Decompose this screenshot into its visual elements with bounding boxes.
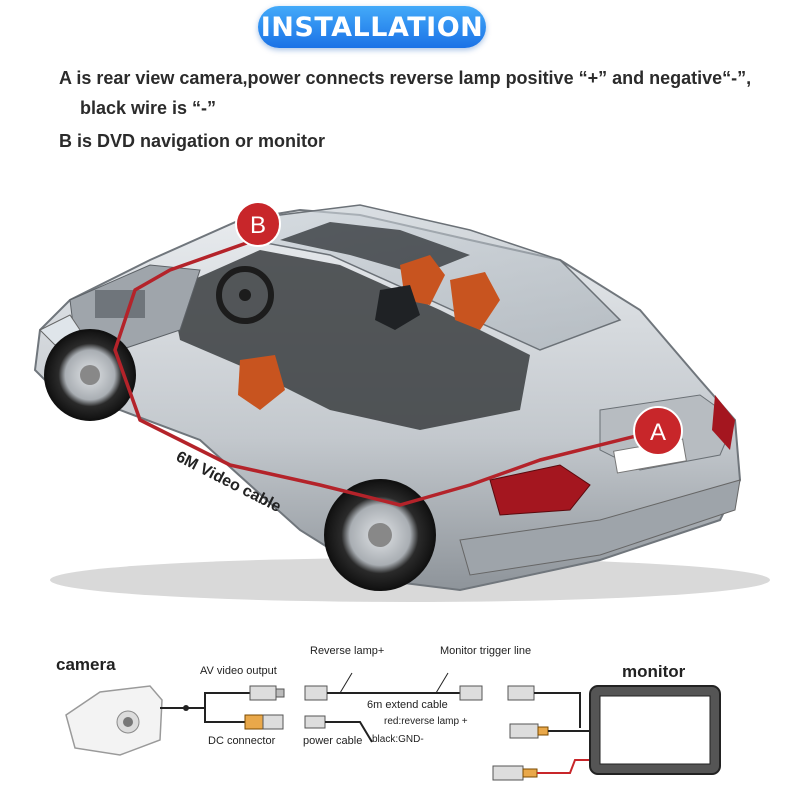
av-video-output-label: AV video output xyxy=(200,665,277,677)
extend-cable-connector-right xyxy=(459,685,483,701)
trigger-line-pointer xyxy=(435,672,449,694)
av-output-connector xyxy=(249,685,285,701)
monitor-trigger-label: Monitor trigger line xyxy=(440,645,531,657)
instruction-line-a2: black wire is “-” xyxy=(80,98,217,118)
video-wire xyxy=(160,692,250,709)
dc-connector xyxy=(244,714,284,730)
camera-icon xyxy=(65,685,163,756)
car-interior xyxy=(170,250,530,430)
marker-a: A xyxy=(633,406,683,456)
rear-wheel-hub xyxy=(368,523,392,547)
marker-b-label: B xyxy=(250,212,266,239)
monitor-label: monitor xyxy=(622,662,686,681)
monitor-trigger-connector xyxy=(492,765,538,781)
engine-block xyxy=(95,290,145,318)
monitor-video-wire xyxy=(534,692,581,728)
front-wheel-hub xyxy=(80,365,100,385)
red-wire-label: red:reverse lamp + xyxy=(384,716,468,727)
black-wire-label: black:GND- xyxy=(372,734,424,745)
video-cable-route xyxy=(113,238,641,507)
reverse-lamp-pointer xyxy=(339,672,353,694)
instruction-line-a1: A is rear view camera,power connects rev… xyxy=(59,68,752,88)
installation-badge: INSTALLATION xyxy=(258,6,486,48)
monitor-power-connector xyxy=(509,723,549,739)
rear-seat-right xyxy=(450,272,500,330)
extend-cable-connector-left xyxy=(304,685,328,701)
headlight xyxy=(39,314,81,346)
power-cable-connector xyxy=(304,715,326,729)
steering-wheel xyxy=(216,266,274,324)
dc-wire xyxy=(204,708,245,723)
camera-label: camera xyxy=(56,655,116,674)
monitor-icon xyxy=(589,685,721,775)
power-cable-label: power cable xyxy=(303,735,362,747)
tail-light-left xyxy=(489,464,591,516)
installation-title: INSTALLATION xyxy=(260,11,484,43)
marker-a-label: A xyxy=(650,419,666,446)
monitor-trigger-wire xyxy=(537,759,592,774)
steering-hub xyxy=(239,289,251,301)
front-seat-back xyxy=(375,285,420,330)
front-seat xyxy=(238,355,285,410)
reverse-lamp-label: Reverse lamp+ xyxy=(310,645,384,657)
wiring-diagram: camera monitor AV video output DC connec… xyxy=(56,645,721,781)
monitor-video-connector xyxy=(507,685,535,701)
rear-bumper xyxy=(459,479,741,576)
instruction-line-b: B is DVD navigation or monitor xyxy=(59,131,326,151)
marker-b: B xyxy=(235,201,281,247)
car-cutaway-illustration: B A 6M Video cable xyxy=(33,201,770,602)
power-wire xyxy=(325,721,373,743)
dc-connector-label: DC connector xyxy=(208,735,276,747)
tail-light-right xyxy=(712,395,735,450)
extend-cable-label: 6m extend cable xyxy=(367,699,448,711)
cable-clip xyxy=(183,705,189,711)
